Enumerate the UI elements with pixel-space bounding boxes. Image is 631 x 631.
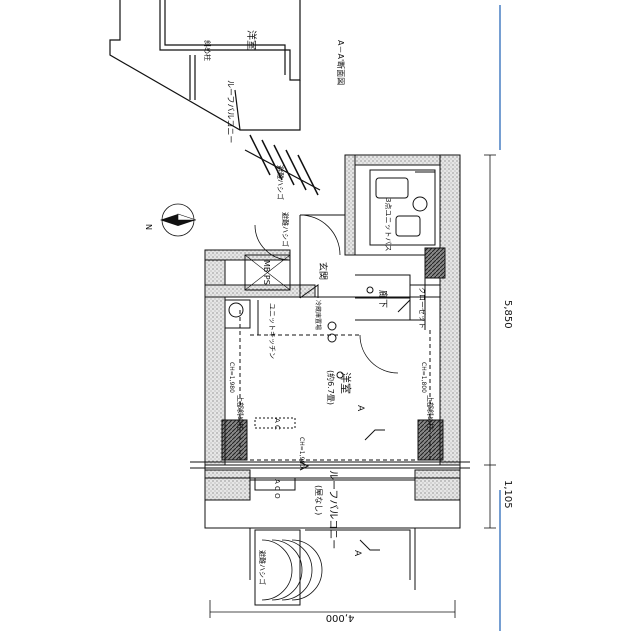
slanted-pillar-left-label: 上部斜め柱 (236, 395, 245, 430)
ceiling-height-right-label: CH=1,800 (420, 362, 427, 393)
section-a1-label: A (355, 405, 365, 412)
height-balcony-dimension: 1,105 (502, 480, 513, 509)
evac-ladder-note-label: 避難ハシゴ (258, 550, 267, 585)
roof-balcony-bottom-label: ルーフバルコニー (327, 470, 339, 549)
section-a2-label: A (352, 550, 362, 557)
entrance-label: 玄関 (317, 262, 329, 280)
ceiling-height-bottom-label: CH=1,980 (298, 437, 305, 468)
slanted-pillar-top-label: 斜め柱 (203, 40, 212, 61)
slanted-pillar-right-label: 上部斜め柱 (426, 395, 435, 430)
interior-lines (190, 169, 470, 606)
roof-balcony-top-label: ルーフバルコニー (226, 80, 235, 143)
unit-bath-label: 3点ユニットバス (384, 198, 392, 251)
dimension-lines (209, 154, 496, 618)
compass-icon (160, 203, 197, 237)
fridge-space-label: 冷蔵庫置場 (314, 300, 322, 330)
ac-bottom-label: A C O (273, 479, 281, 499)
height-main-dimension: 5,850 (502, 300, 513, 329)
hallway-label: 廊下 (377, 290, 389, 308)
roof-balcony-bottom-note: (屋なし) (314, 485, 323, 515)
closet-label: クローゼット (418, 287, 427, 329)
ceiling-height-left-label: CH=1,980 (228, 362, 235, 393)
main-room-size-label: (約6.7畳) (326, 370, 336, 405)
western-room-top-label: 洋室 (245, 30, 258, 50)
width-total-dimension: 4,000 (326, 612, 355, 623)
ac-top-label: A C (273, 418, 281, 430)
section-mark-label: A－A'断面図 (336, 40, 346, 85)
western-room-main-label: 洋室 (339, 372, 353, 394)
evac-ladder-top-label: 避難ハシゴ (276, 165, 285, 200)
section-view (109, 0, 321, 196)
evac-ladder-bottom-label: 避難ハシゴ (281, 212, 290, 247)
kitchen-label: ユニットキッチン (268, 303, 276, 359)
compass-north-label: N (144, 224, 153, 230)
mbps-label: MB PS (262, 260, 271, 285)
